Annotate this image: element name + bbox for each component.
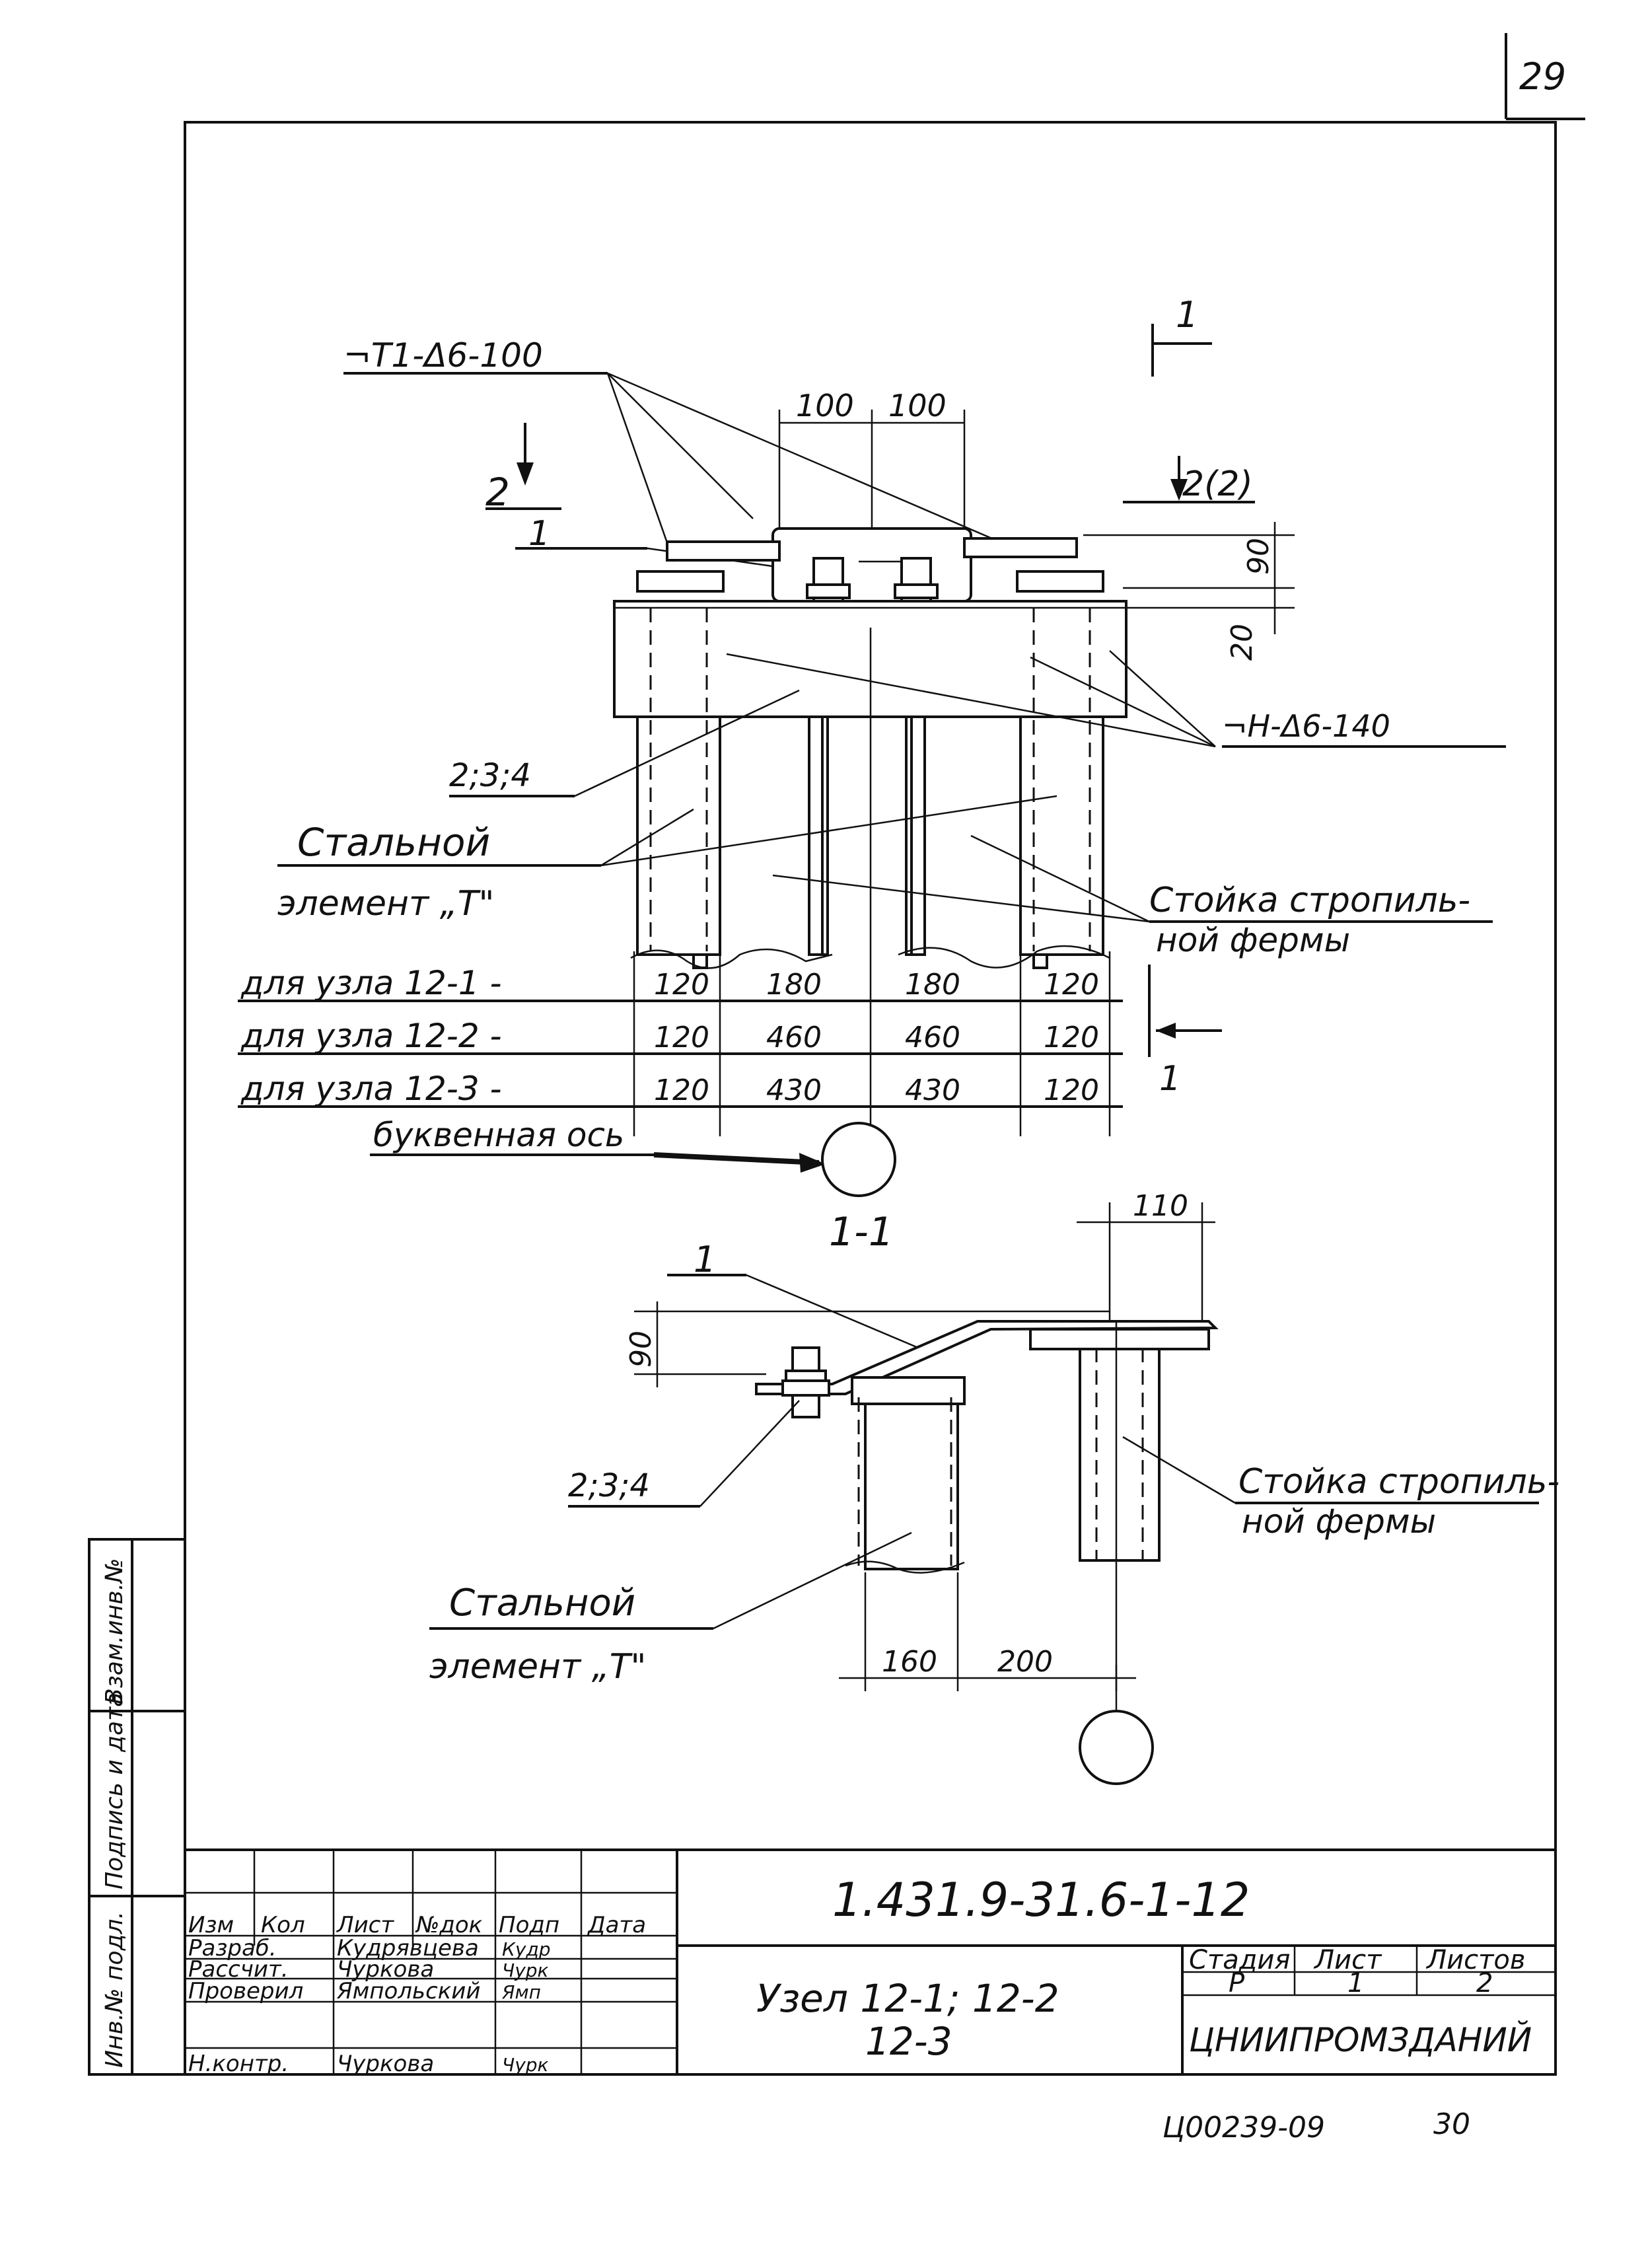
dim-110: 110 [1133, 1189, 1188, 1223]
table-row-2-v4: 120 [1044, 1021, 1099, 1054]
table-row-3-v2: 430 [766, 1074, 822, 1107]
table-row-2-v3: 460 [905, 1021, 960, 1054]
table-row-1-v4: 120 [1044, 968, 1099, 1002]
sheet-number: 29 [1519, 55, 1566, 98]
row-3-role: Проверил [188, 1978, 303, 2004]
row-2-sig: Чурк [502, 1959, 549, 1981]
label-truss-section-1: Стойка стропиль- [1238, 1462, 1559, 1502]
dim-20-plan: 20 [1225, 624, 1259, 661]
table-row-2-v2: 460 [766, 1021, 822, 1054]
pos-1-section: 1 [694, 1239, 716, 1280]
row-1-name: Кудрявцева [337, 1935, 479, 1961]
table-row-2-label: для узла 12-2 - [240, 1017, 502, 1055]
dim-200: 200 [997, 1645, 1053, 1679]
dim-100-left: 100 [796, 388, 854, 423]
stamp-replace-inv: Взам.инв.№ [101, 1558, 128, 1704]
sheet-value: 1 [1347, 1968, 1364, 1998]
label-truss-plan-2: ной фермы [1156, 921, 1350, 959]
table-row-3-label: для узла 12-3 - [240, 1070, 502, 1108]
table-row-1-v1: 120 [654, 968, 709, 1002]
label-steel-section-2: элемент „Т" [429, 1647, 646, 1687]
callout-top: ¬Т1-Δ6-100 [343, 336, 543, 375]
dimension-table: для узла 12-1 - 120 180 180 120 для узла… [238, 951, 1123, 1197]
table-row-3-v4: 120 [1044, 1074, 1099, 1107]
row-1-sig: Кудр [502, 1938, 551, 1960]
hdr-data: Дата [587, 1912, 646, 1938]
table-row-1-label: для узла 12-1 - [240, 964, 502, 1002]
hdr-ndok: №док [415, 1912, 483, 1938]
label-steel-plan-1: Стальной [297, 820, 490, 865]
row-5-sig: Чурк [502, 2054, 549, 2076]
row-3-name: Ямпольский [336, 1978, 481, 2004]
hdr-kol: Кол [261, 1912, 305, 1938]
section-mark-bottom: 1 [1159, 1059, 1181, 1099]
doc-code: 1.431.9-31.6-1-12 [832, 1873, 1250, 1927]
sheets-value: 2 [1476, 1968, 1493, 1998]
node-title-line2: 12-3 [865, 2019, 952, 2064]
label-steel-plan-2: элемент „Т" [277, 884, 494, 924]
dim-90-plan: 90 [1242, 538, 1275, 575]
node-title-line1: Узел 12-1; 12-2 [756, 1976, 1059, 2021]
stamp-sign-date: Подпись и дата [101, 1693, 128, 1889]
org-name: ЦНИИПРОМЗДАНИЙ [1189, 2020, 1532, 2059]
row-5-name: Чуркова [337, 2051, 434, 2077]
axis-circle-plan [821, 1122, 896, 1197]
row-1-role: Разраб. [188, 1935, 277, 1961]
axis-circle-section [1079, 1710, 1154, 1785]
dim-100-right: 100 [888, 388, 947, 423]
row-3-sig: Ямп [501, 1981, 541, 2003]
hdr-izm: Изм [188, 1912, 234, 1938]
stamp-inv-no: Инв.№ подл. [101, 1911, 128, 2068]
section-mark-2: 2 [485, 470, 510, 515]
table-row-2-v1: 120 [654, 1021, 709, 1054]
stage-value: Р [1229, 1968, 1245, 1998]
sheet-header: Лист [1313, 1945, 1382, 1975]
label-truss-plan-1: Стойка стропиль- [1149, 881, 1470, 920]
table-row-3-v3: 430 [905, 1074, 960, 1107]
pos-234-plan: 2;3;4 [449, 757, 531, 794]
archive-page: 30 [1433, 2107, 1470, 2141]
hdr-list: Лист [336, 1912, 394, 1938]
label-truss-section-2: ной фермы [1242, 1502, 1436, 1541]
side-stamp: Инв.№ подл. Подпись и дата Взам.инв.№ [88, 1538, 186, 2076]
label-steel-section-1: Стальной [449, 1582, 635, 1625]
row-2-name: Чуркова [337, 1956, 434, 1983]
sheet-number-box: 29 [1505, 33, 1585, 120]
title-block: Изм Кол Лист №док Подп Дата Разраб. Кудр… [184, 1848, 1557, 2077]
section-mark-2b: 2(2) [1182, 464, 1253, 504]
plan-view: ¬Т1-Δ6-100 1 2 1 2(2) 100 100 90 [277, 294, 1506, 1136]
sheets-header: Листов [1425, 1945, 1525, 1975]
section-view: 1-1 110 1 90 Стойка ст [429, 1189, 1559, 1785]
archive-number: Ц00239-09 [1163, 2111, 1325, 2144]
axis-label: буквенная ось [373, 1116, 624, 1154]
table-row-1-v2: 180 [766, 968, 822, 1002]
stage-header: Стадия [1189, 1945, 1290, 1975]
row-2-role: Рассчит. [188, 1956, 289, 1983]
table-row-3-v1: 120 [654, 1074, 709, 1107]
table-row-1-v3: 180 [905, 968, 960, 1002]
dim-160: 160 [882, 1645, 937, 1679]
section-title: 1-1 [829, 1209, 894, 1255]
pos-234-section: 2;3;4 [568, 1467, 650, 1504]
callout-right: ¬Н-Δ6-140 [1222, 708, 1390, 744]
section-mark-top: 1 [1176, 294, 1198, 336]
row-5-role: Н.контр. [188, 2051, 289, 2077]
hdr-podp: Подп [499, 1912, 559, 1938]
dim-90-section: 90 [624, 1331, 658, 1368]
